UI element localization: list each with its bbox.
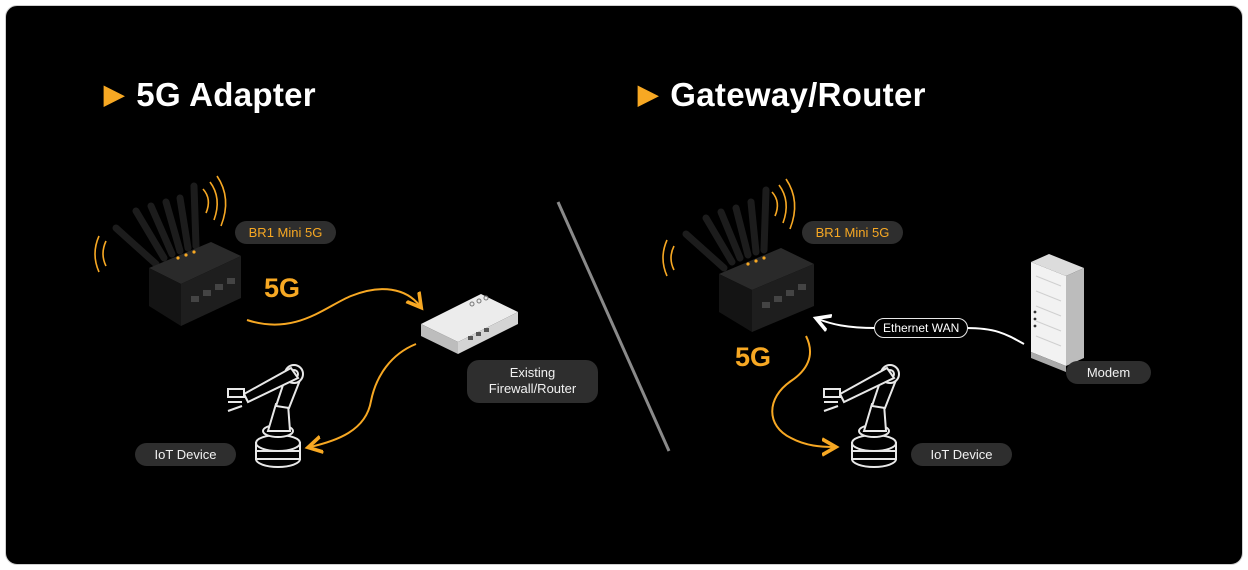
lan-link-arrow [310, 343, 417, 447]
right-heading: ▶ Gateway/Router [638, 76, 926, 114]
firewall-label: Existing Firewall/Router [467, 360, 598, 403]
router-icon [112, 182, 241, 326]
firewall-label-line1: Existing [509, 365, 556, 380]
left-heading-text: 5G Adapter [136, 76, 316, 113]
5g-link-arrow [771, 335, 834, 447]
right-heading-text: Gateway/Router [670, 76, 926, 113]
play-triangle-icon: ▶ [104, 79, 125, 109]
robot-arm-icon [227, 364, 304, 468]
left-device-label: BR1 Mini 5G [235, 221, 336, 244]
firewall-box-icon [421, 294, 518, 354]
signal-waves-icon [662, 178, 796, 277]
play-triangle-icon: ▶ [638, 79, 659, 109]
modem-icon [1031, 254, 1084, 372]
left-heading: ▶ 5G Adapter [104, 76, 316, 114]
panel-divider [556, 201, 671, 452]
left-iot-label: IoT Device [135, 443, 236, 466]
signal-waves-icon [94, 175, 227, 273]
ethernet-wan-label: Ethernet WAN [874, 318, 969, 338]
left-5g-label: 5G [264, 273, 301, 303]
router-icon [682, 186, 814, 332]
diagram-canvas: ▶5G Adapter ▶Gateway/Router BR1 Mini 5G … [5, 5, 1243, 565]
firewall-label-line2: Firewall/Router [488, 381, 577, 396]
right-5g-label: 5G [735, 342, 772, 372]
5g-link-arrow [246, 288, 420, 326]
right-iot-label: IoT Device [911, 443, 1012, 466]
modem-label: Modem [1066, 361, 1151, 384]
robot-arm-icon [823, 364, 900, 468]
diagram-graphics [94, 175, 1084, 468]
right-device-label: BR1 Mini 5G [802, 221, 903, 244]
